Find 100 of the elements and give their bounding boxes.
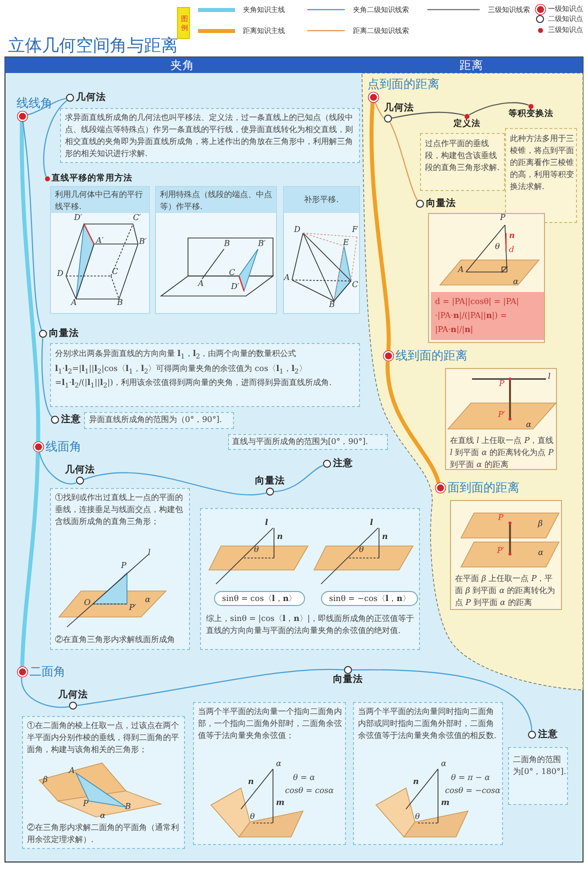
figure-label: B: [329, 301, 335, 309]
section-band: [5, 57, 360, 73]
figure-label: β: [43, 776, 48, 784]
connector-line: [43, 100, 68, 177]
note-box: [193, 702, 346, 845]
note-text: 过点作平面的垂线段，构建包含该垂线段的直角三角形求解.: [425, 138, 501, 174]
figure-label: θ: [250, 813, 255, 821]
knowledge-point: [323, 458, 353, 470]
figure-label: B: [117, 299, 123, 307]
figure-box: [445, 368, 557, 470]
figure-label: A: [69, 767, 75, 775]
note-text: ①在二面角的棱上任取一点，过该点在两个半平面内分别作棱的垂线，得到二面角的平面角，构建与该角相关的三角形；: [27, 720, 180, 756]
figure-label: A: [198, 280, 204, 288]
figure-label: P: [500, 214, 506, 222]
point-label: 线到面的距离: [396, 349, 468, 363]
formula-text: cosθ = cosα: [285, 786, 334, 796]
point-label: 向量法: [426, 198, 456, 210]
figure-label: α: [526, 421, 532, 429]
figure-label: d: [509, 246, 514, 254]
figure-label: m: [441, 798, 450, 806]
note-text: 异面直线所成角的范围为（0°，90°].: [89, 414, 223, 426]
note-text: ①找到或作出过直线上一点的平面的垂线，连接垂足与线面交点，构建包含线面所成角的直角三角形；: [55, 492, 184, 528]
figure-label: n: [413, 777, 419, 785]
figure-label: α: [538, 549, 544, 557]
figure-label: D′: [231, 283, 240, 291]
note-text: 分别求出两条异面直线的方向向量 l$_{1}$，l$_{2}$，由两个向量的数量积公式 l$_{1}$·l$_{2}$=|l$_{1}$||l$_{2}$|cos〈l$_{1}$，l$_{2}$〉可得两向量夹角的余弦值为 cos〈l$_{1}$，l$_{2}$〉=l$_{1}$·l$_{2}$/(|l$_{1}$||l$_{2}$|)，利用该余弦值得到两向量的夹角，进而得到异面直线所成角.: [55, 347, 333, 391]
connector-line: [274, 464, 324, 492]
connector-line: [38, 452, 77, 484]
point-label: 向量法: [49, 328, 79, 340]
note-box: [50, 343, 360, 407]
point-label: 点到面的距离: [368, 77, 440, 90]
figure-label: C′: [133, 214, 141, 222]
point-label: 几何法: [384, 104, 414, 114]
figure-label: P′: [497, 547, 504, 555]
figure-label: A: [458, 266, 464, 274]
knowledge-point: [416, 198, 456, 210]
figure-label: α: [145, 596, 150, 604]
point-label: 向量法: [255, 476, 285, 487]
figure-label: θ: [415, 813, 420, 821]
knowledge-point: [255, 476, 285, 496]
knowledge-point: [368, 77, 440, 102]
figure-label: θ: [495, 243, 500, 251]
formula-text: θ = π − α: [451, 773, 490, 783]
knowledge-point: [65, 466, 95, 485]
figure-label: B′: [139, 238, 147, 246]
point-label: 线面角: [46, 440, 82, 454]
note-text: 在直线 l 上任取一点 P，直线 l 到平面 α 的距离转化为点 P 到平面 α 的距离: [450, 435, 554, 471]
figure-label: P: [498, 514, 504, 522]
figure-label: α: [441, 760, 446, 768]
formula-text: cosθ = −cosα: [445, 786, 501, 796]
figure-label: θ: [359, 546, 364, 554]
point-label: 二面角: [30, 665, 66, 679]
connector-line: [468, 102, 529, 116]
connector-line: [370, 102, 391, 351]
note-text: 求异面直线所成角的几何法也叫平移法、定义法，过一条直线上的已知点（线段中点、线段端点等特殊点）作另一条直线的平行线，使异面直线转化为相交直线，则相交直线的夹角即为异面直线所成角，将上述作出的角放在三角形中，利用解三角形的相关知识进行求解.: [65, 112, 354, 160]
figure-label: D′: [74, 214, 82, 222]
note-text: 综上，sinθ = |cos〈l，n〉|，即线面所成角的正弦值等于直线的方向向量与平面的法向量夹角的余弦值的绝对值.: [206, 612, 416, 637]
figure-label: B: [224, 240, 230, 248]
formula-bubble: sinθ = −cos〈l，n〉: [321, 591, 418, 606]
note-box: [228, 434, 388, 450]
point-label: 几何法: [65, 466, 95, 476]
knowledge-point: [16, 96, 52, 122]
knowledge-point: [382, 349, 468, 363]
figure-label: O: [84, 599, 91, 607]
knowledge-point: [333, 666, 363, 686]
note-text: 二面角的范围为[0°，180°].: [513, 754, 567, 778]
connector-line: [374, 102, 384, 119]
figure-label: P: [121, 562, 126, 570]
figure-label: n: [382, 532, 388, 540]
point-label: 定义法: [454, 120, 480, 129]
figure-label: P′: [498, 411, 506, 419]
figure-label: n: [277, 532, 283, 540]
note-text: 当两个半平面的法向量一个指向二面角内部，一个指向二面角外部时，二面角余弦值等于法向量夹角余弦值；: [198, 706, 343, 742]
connector-line: [352, 669, 532, 732]
formula-text: θ = α: [293, 773, 316, 783]
connector-line: [20, 122, 40, 442]
figure-label: β: [538, 520, 543, 528]
knowledge-point: [454, 114, 480, 129]
note-text: ②在直角三角形内求解线面所成角: [55, 634, 176, 646]
knowledge-point: [528, 730, 558, 740]
knowledge-point: [66, 92, 106, 104]
figure-label: B: [125, 803, 131, 811]
note-box: [60, 108, 360, 163]
method-panel: [50, 186, 150, 314]
figure-label: B′: [258, 240, 266, 248]
note-box: [84, 412, 234, 429]
panel-heading: 利用几何体中已有的平行线平移.: [55, 189, 144, 213]
point-label: 几何法: [76, 92, 106, 104]
figure-label: A: [71, 299, 77, 307]
connector-line: [390, 122, 418, 201]
figure-label: l: [548, 373, 551, 381]
figure-label: n: [248, 777, 254, 785]
connector-line: [20, 452, 40, 667]
figure-label: l: [370, 518, 374, 526]
knowledge-point: [508, 104, 554, 119]
formula-bubble: sinθ = cos〈l，n〉: [214, 591, 305, 606]
knowledge-point: [384, 104, 414, 123]
point-label: 注意: [538, 730, 558, 740]
figure-label: α: [276, 760, 282, 768]
point-label: 面到面的距离: [448, 481, 520, 495]
